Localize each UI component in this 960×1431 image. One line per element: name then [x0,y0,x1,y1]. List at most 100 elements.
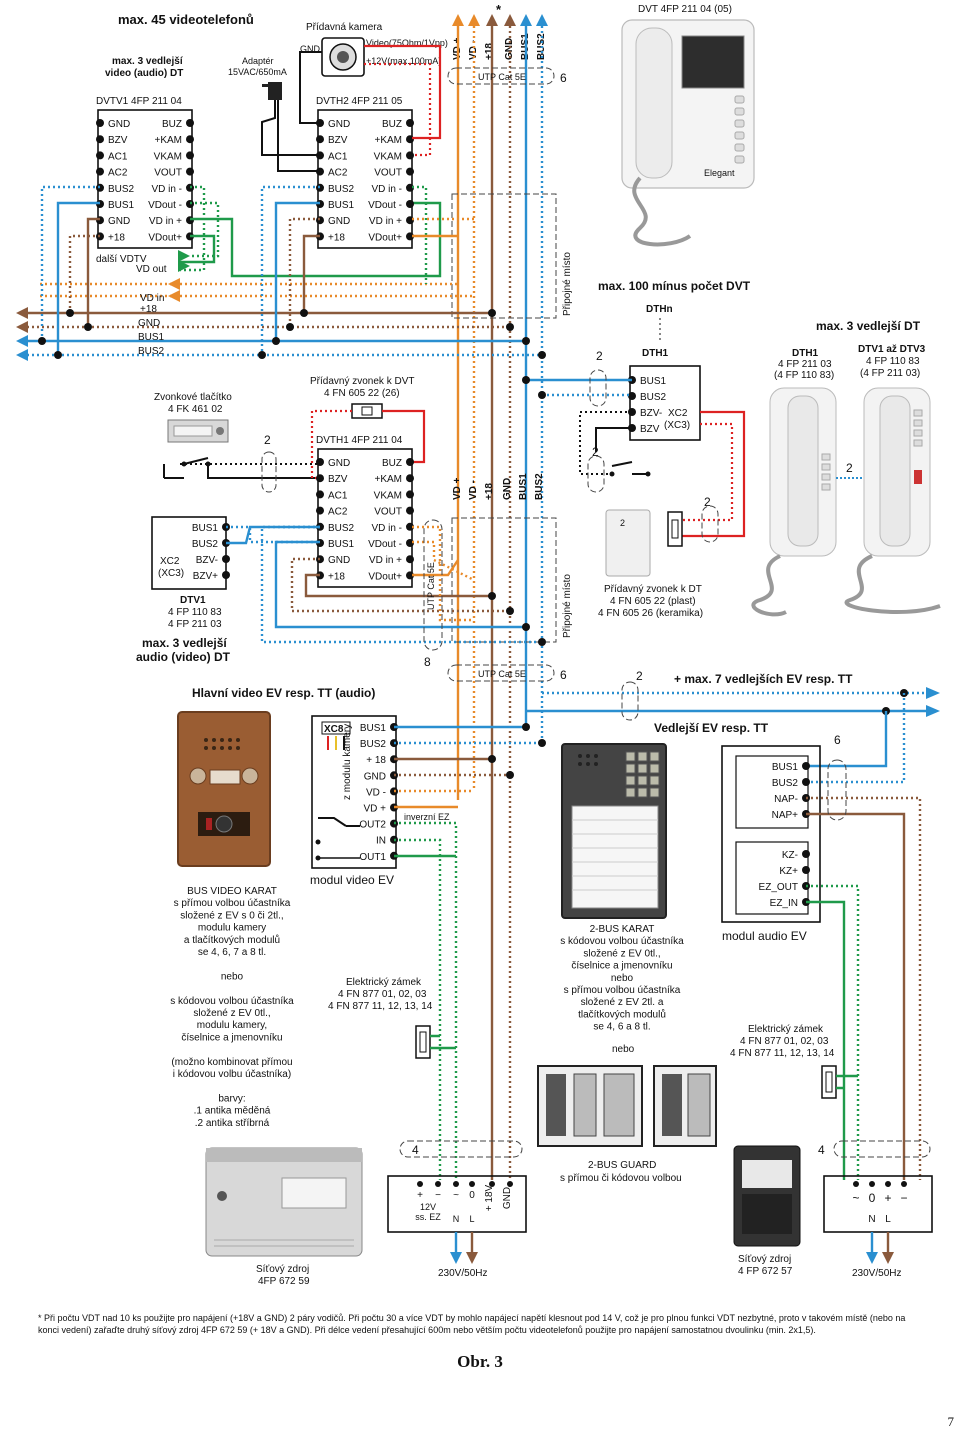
label-max100: max. 100 mínus počet DVT [598,279,751,293]
dvtv1-right-label: BUZ [162,119,182,130]
dvtv1-right-label: VDout - [148,200,182,211]
dvth1-right-label: VDout - [368,539,402,550]
dth1-terminal-label: BUS1 [640,376,667,387]
dvtv1-left-label: AC2 [108,168,128,179]
zdroj-left-2: 4FP 672 59 [258,1276,310,1287]
dvth2-left-label: GND [328,119,350,130]
dvtv1-left-label: GND [108,216,130,227]
psu-right-term-label: − [900,1191,907,1205]
bell-dt-1: Přídavný zvonek k DT [604,584,702,595]
psu-right-terminal [869,1181,875,1187]
modul-video-terminal-label: + 18 [366,755,386,766]
modul-video-wiring [38,309,546,1180]
label-bus1-left: BUS1 [138,332,165,343]
modul-audio-bottom-label: EZ_OUT [759,882,798,893]
psu-left-term-label: + 18V [484,1184,495,1211]
dtv1-terminal-label: BZV- [196,555,218,566]
modul-audio-wiring [806,759,922,1180]
camera-power-label: +12V(max.100mA) [366,56,441,66]
z-modulu-kamery: z modulu kamery [342,724,353,800]
dvtv1-left-label: BUS1 [108,200,135,211]
modul-audio-bottom-terminal [802,866,810,874]
dvth2-left-label: BUS1 [328,200,355,211]
modul-video-terminal-label: BUS2 [360,739,387,750]
dth1-terminal-label: BUS2 [640,392,667,403]
figure-caption: Obr. 3 [457,1352,503,1371]
utp-label-vertical: UTP Cat 5E [426,562,436,610]
label-vedlejsi-ev: Vedlejší EV resp. TT [654,721,769,735]
two-bus-karat-panel-image [561,743,667,919]
xc8-label: XC8 [324,724,344,735]
dvth1-title: DVTH1 4FP 211 04 [316,435,403,446]
bus2karat-line: nebo [611,973,634,984]
dvtv1-left-terminal [96,151,104,160]
bus2karat-line: 2-BUS KARAT [590,924,655,935]
dvth2-right-label: +KAM [374,135,402,146]
dth1-terminal [628,392,636,400]
modul-video-terminal-label: GND [364,771,386,782]
dvth2-right-label: VDout - [368,200,402,211]
dvth1-right-label: VD in + [369,555,402,566]
guard-2: s přímou či kódovou volbou [560,1173,682,1184]
bell-dt-logo: 2 [620,518,625,528]
bus2karat-line: tlačítkových modulů [578,1008,666,1020]
dvth2-right-label: VD in - [371,184,402,195]
dvth2-right-label: VDout+ [368,232,402,243]
dvth2-right-terminal [406,135,414,144]
karat-line: .2 antika stříbrná [195,1118,270,1129]
karat-line: s přímou volbou účastníka [174,898,291,909]
karat-line: složené z EV s 0 či 2tl., [180,910,283,921]
zamek-right-1: Elektrický zámek [748,1024,824,1035]
modul-audio-top-label: BUS1 [772,762,799,773]
dtv13-1: DTV1 až DTV3 [858,344,926,355]
dth1-terminal-label: BZV- [640,408,662,419]
modul-audio-bottom-label: KZ+ [779,866,798,877]
mid-bus-plus18: +18 [484,483,495,500]
psu-left-sub-label: L [469,1214,474,1224]
count-6-bottom: 6 [560,668,567,682]
dtv13-3: (4 FP 211 03) [860,368,920,379]
mid-bus-vd-minus: VD - [468,480,479,500]
dvth2-right-terminal [406,200,414,208]
count-4-right: 4 [818,1143,825,1157]
psu-left-terminal [417,1181,423,1187]
door-lock-left: Elektrický zámek 4 FN 877 01, 02, 03 4 F… [328,977,456,1059]
zdroj-right-2: 4 FP 672 57 [738,1266,793,1277]
zamek-left-1: Elektrický zámek [346,977,422,988]
dvth2-left-label: +18 [328,232,345,243]
modul-audio-ev-box: modul audio EV [721,745,821,943]
karat-line: i kódovou volbu účastníka) [173,1069,291,1080]
mains-left: 230V/50Hz [438,1268,487,1279]
dvth1-left-terminal [316,506,324,515]
dvth1-right-label: BUZ [382,458,402,469]
elegant-logo: Elegant [704,168,735,178]
dtv1-terminal-label: BZV+ [193,571,218,582]
dvth1-left-label: BZV [328,474,348,485]
page-number: 7 [947,1414,955,1429]
karat-line: s kódovou volbou účastníka [170,996,294,1007]
dvtv1-title: DVTV1 4FP 211 04 [96,96,182,107]
modul-video-terminal-label: OUT2 [359,820,386,831]
zamek-left-2: 4 FN 877 01, 02, 03 [338,989,427,1000]
psu-left-term-label: GND [502,1187,513,1209]
utp-label-bottom: UTP Cat 5E [478,669,526,679]
dth1-terminal-label: BZV [640,424,660,435]
dvth2-left-label: BZV [328,135,348,146]
camera-gnd: GND [300,44,321,54]
psu-left-term-label: − [435,1190,441,1201]
bell-dt-2: 4 FN 605 22 (plast) [610,596,696,607]
label-vd-out: VD out [136,264,167,275]
dvtv1-right-label: +KAM [154,135,182,146]
modul-audio-bottom-label: EZ_IN [770,898,798,909]
dtv1-label-2: 4 FP 110 83 [168,607,222,618]
label-max3video-1: max. 3 vedlejší [112,56,184,67]
label-bus2-left: BUS2 [138,346,165,357]
dvth2-left-label: AC1 [328,151,348,162]
psu-left-terminal [469,1181,475,1187]
dvth1-left-terminal [316,474,324,483]
count-6-top: 6 [560,71,567,85]
bus-video-karat-panel-image [177,711,271,867]
psu-right-terminal-block: 4 [818,1140,933,1233]
dvth2-wiring [260,44,474,355]
dvth2-right-terminal [406,167,414,176]
